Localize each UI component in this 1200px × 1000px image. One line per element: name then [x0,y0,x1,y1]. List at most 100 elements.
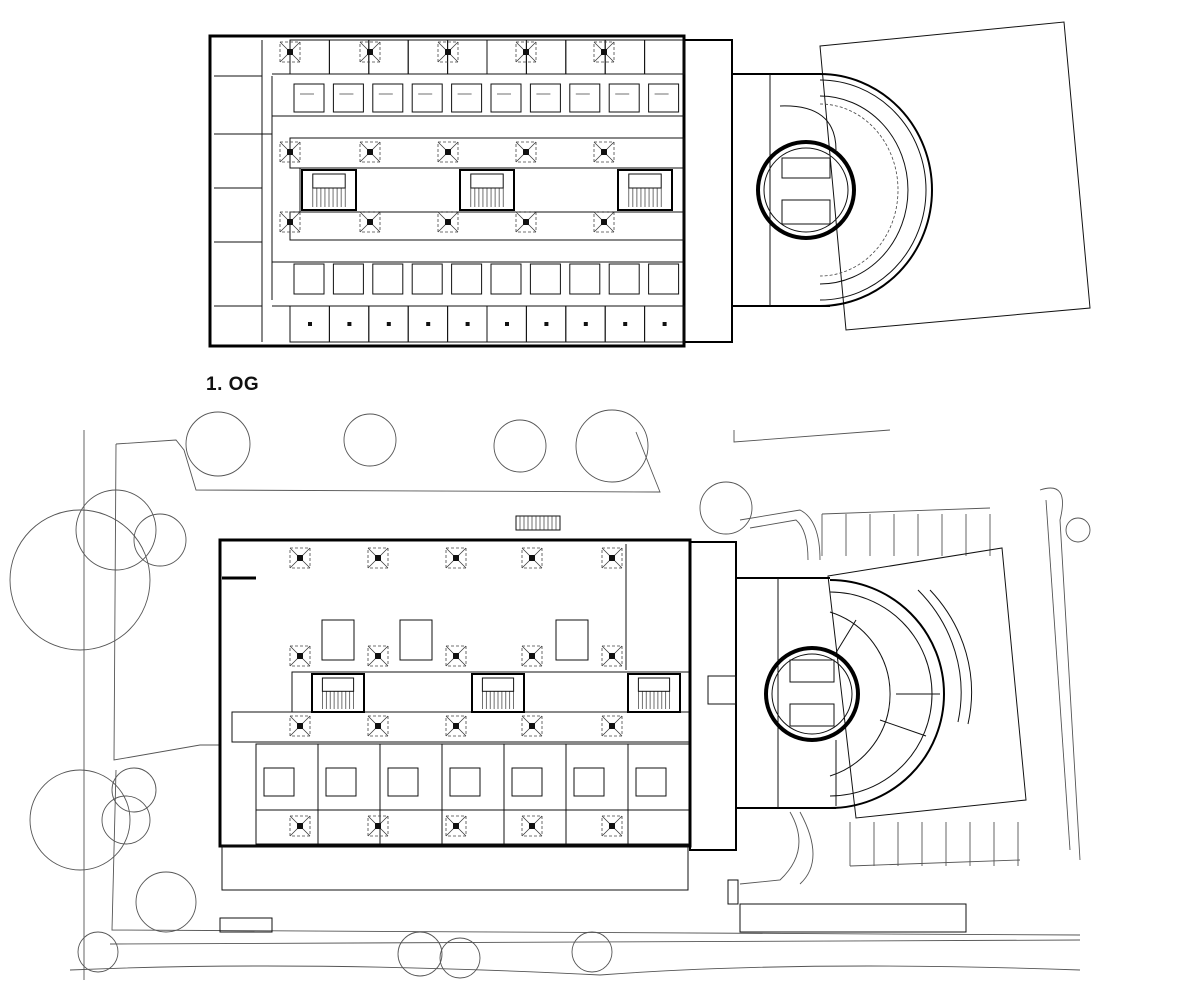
column-marker [593,141,615,163]
parking-north [821,507,991,556]
ground-floor-plan [9,409,1091,980]
upper-main-block [208,34,686,348]
column-marker [289,715,311,737]
vent-slats [519,516,557,530]
floor-label-upper: 1. OG [206,374,260,395]
room-cell [255,743,319,811]
site-context [9,409,1091,980]
column-marker [367,645,389,667]
lower-terrace [221,845,689,891]
bath-cell [490,83,522,113]
room-cell [486,39,527,75]
room-cell [441,743,505,811]
terrace-cell [565,809,629,845]
column-marker [367,815,389,837]
column-marker [601,547,623,569]
column-marker [521,645,543,667]
upper-columns [279,41,615,233]
upper-corridor-south [289,211,685,241]
upper-floor-plan [208,21,1091,348]
lower-south-rooms [255,743,691,845]
upper-stair-cores [301,169,673,211]
lower-columns [289,547,623,837]
bath-cell [411,83,443,113]
bath-cell [569,263,601,295]
bath-cell [263,767,295,797]
bath-cell [569,83,601,113]
parking-south [849,822,1021,867]
column-marker [359,211,381,233]
column-marker [359,41,381,63]
bath-cell [648,263,680,295]
upper-left-rooms [214,40,273,342]
room-cell [317,743,381,811]
column-marker [601,645,623,667]
room-cell [627,743,691,811]
bath-cell [325,767,357,797]
column-marker [601,715,623,737]
bath-cell [451,83,483,113]
column-marker [515,41,537,63]
bath-cell [529,263,561,295]
upper-north-rooms [272,39,685,117]
stair-core [471,673,525,713]
column-marker [367,715,389,737]
bath-cell [573,767,605,797]
column-marker [601,815,623,837]
column-marker [289,645,311,667]
terrace-cell [441,809,505,845]
column-marker [521,815,543,837]
column-marker [367,547,389,569]
upper-rotunda-wing [732,21,1091,331]
column-marker [279,141,301,163]
lower-main-block [218,538,692,848]
bath-cell [648,83,680,113]
column-marker [515,211,537,233]
bath-cell [608,263,640,295]
column-marker [521,547,543,569]
bath-cell [490,263,522,295]
column-marker [279,41,301,63]
column-marker [445,715,467,737]
column-marker [521,715,543,737]
column-marker [593,211,615,233]
bath-cell [372,83,404,113]
terrace-cell [627,809,691,845]
lower-round-stair-core [764,646,860,742]
stair-core [617,169,673,211]
column-marker [515,141,537,163]
terrace-cell [255,809,319,845]
upper-south-rooms [272,261,685,343]
lower-bench [219,917,273,933]
column-marker [445,645,467,667]
bath-cell [293,83,325,113]
column-marker [437,41,459,63]
lower-rotunda-wing [727,509,1027,933]
stair-core [311,673,365,713]
column-marker [359,141,381,163]
room-cell [503,743,567,811]
lower-vent-grid [515,515,561,531]
room-cell [525,39,567,75]
column-marker [437,141,459,163]
stair-core [627,673,681,713]
terrace-cell [317,809,381,845]
upper-central-zone [299,167,685,213]
column-marker [279,211,301,233]
column-marker [445,815,467,837]
room-cell [379,743,443,811]
lower-stair-cores [311,673,681,713]
bath-cell [332,83,364,113]
column-marker [437,211,459,233]
column-marker [289,547,311,569]
bath-cell [529,83,561,113]
bath-cell [387,767,419,797]
bath-cell [608,83,640,113]
room-cell [565,743,629,811]
bath-cell [411,263,443,295]
column-marker [593,41,615,63]
bath-cell [451,263,483,295]
room-cell [289,39,330,75]
room-cell [447,39,488,75]
